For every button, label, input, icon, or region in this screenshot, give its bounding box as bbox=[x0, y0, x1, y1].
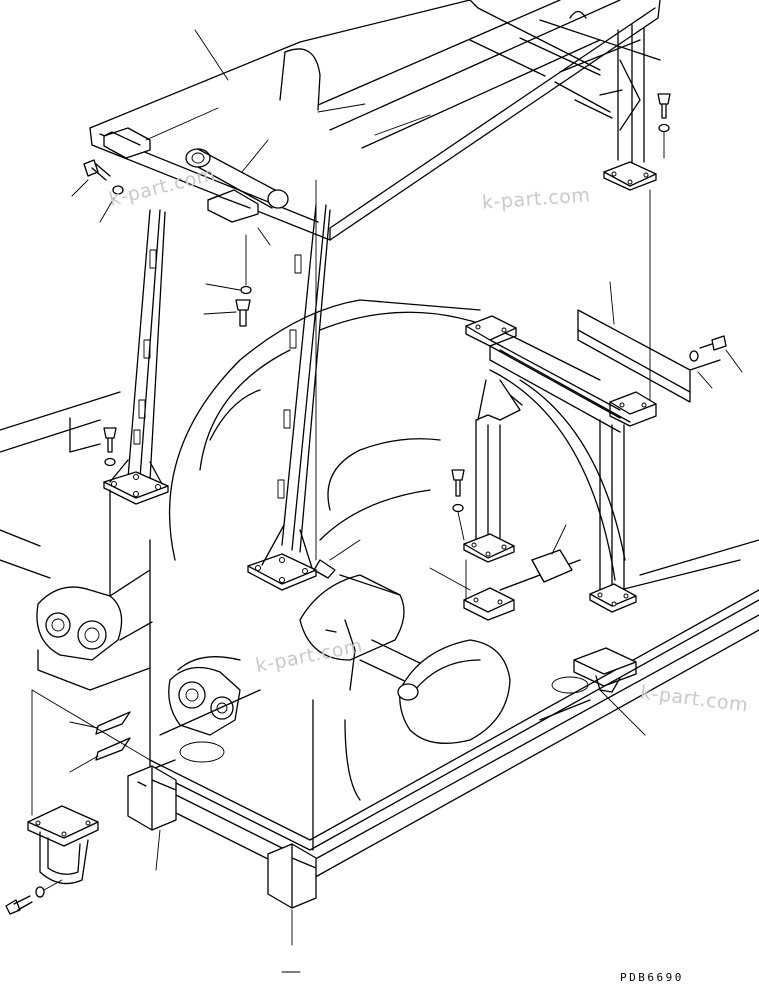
rear-cross-beam bbox=[465, 315, 657, 433]
connecting-lines bbox=[31, 179, 651, 761]
left-lower-mount bbox=[27, 689, 99, 885]
drawing-code: PDB6690 bbox=[620, 971, 684, 984]
bolts-and-washers bbox=[5, 93, 743, 915]
centre-mount-assembly bbox=[299, 539, 511, 744]
rear-upper-post bbox=[603, 24, 657, 191]
right-front-mount bbox=[573, 647, 646, 736]
roof-hinge-brackets bbox=[103, 29, 289, 246]
right-front-pillar bbox=[247, 204, 331, 591]
front-foot-blocks bbox=[127, 765, 317, 946]
shims bbox=[69, 711, 131, 773]
left-front-pillar bbox=[103, 209, 169, 505]
roof-canopy-frame bbox=[89, 0, 661, 241]
rear-lower-posts bbox=[429, 379, 637, 621]
main-body-frame bbox=[0, 299, 759, 881]
side-cover-plate bbox=[577, 281, 721, 403]
